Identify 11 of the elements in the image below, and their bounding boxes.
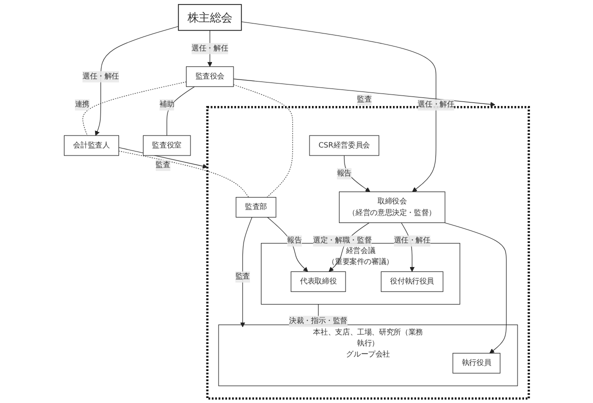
connector [166, 86, 195, 136]
arrow [267, 216, 308, 272]
arrow [94, 26, 179, 136]
connector [233, 84, 293, 198]
cluster [206, 106, 530, 400]
arrow [233, 78, 496, 107]
arrow [444, 222, 507, 354]
connector [82, 82, 187, 136]
node-box: 株主総会 [178, 4, 242, 31]
connector [118, 150, 249, 198]
arrow [240, 216, 252, 328]
